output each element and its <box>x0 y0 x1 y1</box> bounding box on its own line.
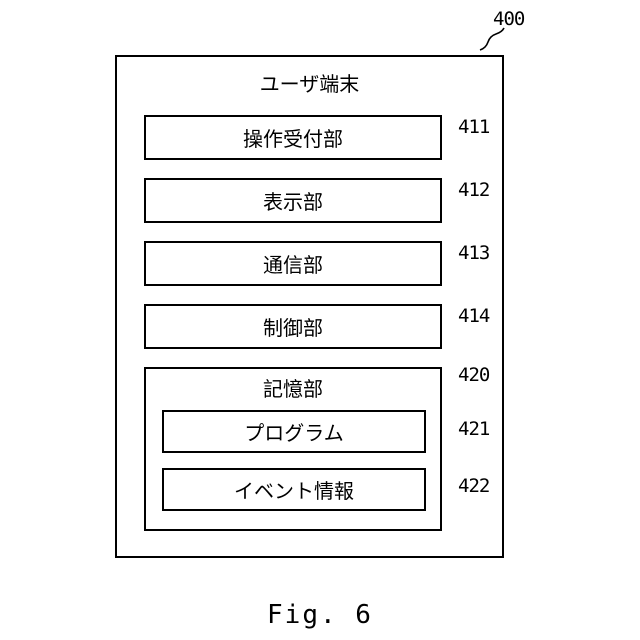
leader-400 <box>480 28 504 50</box>
ref-420: 420 <box>458 366 489 385</box>
ref-421: 421 <box>458 420 489 439</box>
unit-label: 操作受付部 <box>146 129 440 149</box>
user-terminal-title: ユーザ端末 <box>117 74 502 94</box>
unit-label: 通信部 <box>146 255 440 275</box>
event-info-box: イベント情報 <box>162 468 426 511</box>
figure-caption: Fig. 6 <box>0 600 640 630</box>
ref-422: 422 <box>458 477 489 496</box>
ref-413: 413 <box>458 244 489 263</box>
program-box: プログラム <box>162 410 426 453</box>
ref-412: 412 <box>458 181 489 200</box>
ref-414: 414 <box>458 307 489 326</box>
control-unit: 制御部 <box>144 304 442 349</box>
ref-400: 400 <box>493 10 524 29</box>
communication-unit: 通信部 <box>144 241 442 286</box>
unit-label: 表示部 <box>146 192 440 212</box>
event-info-label: イベント情報 <box>164 481 424 501</box>
display-unit: 表示部 <box>144 178 442 223</box>
program-label: プログラム <box>164 423 424 443</box>
operation-receiving-unit: 操作受付部 <box>144 115 442 160</box>
unit-label: 制御部 <box>146 318 440 338</box>
ref-411: 411 <box>458 118 489 137</box>
storage-label: 記憶部 <box>146 379 440 399</box>
